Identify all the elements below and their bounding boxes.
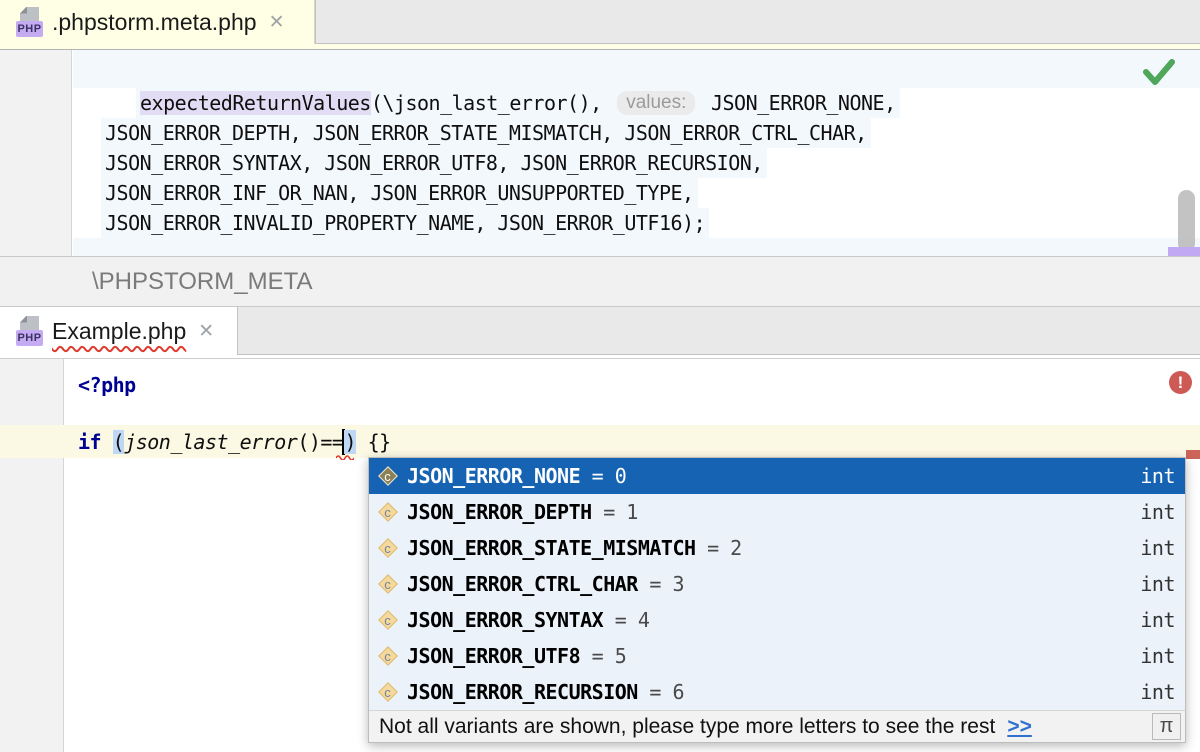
example-tab-bar: PHP Example.php ✕ [0, 307, 1200, 359]
editor-gutter [0, 359, 64, 752]
constant-icon: c [377, 610, 398, 631]
code-line[interactable]: JSON_ERROR_SYNTAX, JSON_ERROR_UTF8, JSON… [101, 148, 767, 178]
code-line[interactable]: JSON_ERROR_DEPTH, JSON_ERROR_STATE_MISMA… [101, 118, 871, 148]
constant-icon: c [377, 538, 398, 559]
inspections-ok-check-icon[interactable] [1140, 56, 1178, 88]
completion-item[interactable]: c JSON_ERROR_SYNTAX = 4 int [369, 602, 1185, 638]
code-line[interactable]: expectedReturnValues(\json_last_error(),… [136, 88, 900, 118]
function-name: json_last_error [124, 429, 298, 454]
code-line[interactable]: JSON_ERROR_INF_OR_NAN, JSON_ERROR_UNSUPP… [101, 178, 698, 208]
example-editor[interactable]: <?php ! if (json_last_error()==) {} c JS… [0, 359, 1200, 752]
completion-footer: Not all variants are shown, please type … [369, 710, 1185, 742]
scrollbar-thumb[interactable] [1178, 190, 1195, 252]
completion-item[interactable]: c JSON_ERROR_DEPTH = 1 int [369, 494, 1185, 530]
code-text: JSON_ERROR_NONE, [699, 91, 896, 115]
caret-row-highlight [0, 425, 1200, 458]
breadcrumb[interactable]: \PHPSTORM_META [92, 267, 313, 295]
fragment-band-bottom [73, 238, 1200, 256]
tab-example-php[interactable]: PHP Example.php ✕ [0, 307, 237, 355]
constant-icon: c [377, 574, 398, 595]
constant-icon: c [377, 682, 398, 703]
code-text [101, 430, 113, 454]
tab-bar-empty-area [315, 0, 1200, 44]
breadcrumb-bar: \PHPSTORM_META [0, 257, 1200, 307]
error-squiggle [336, 455, 354, 460]
code-text: (\json_last_error(), [370, 91, 614, 115]
completion-item[interactable]: c JSON_ERROR_UTF8 = 5 int [369, 638, 1185, 674]
error-stripe-red-mark [1186, 450, 1200, 459]
constant-icon: c [377, 502, 398, 523]
editor-gutter [0, 50, 72, 256]
fragment-band-top [73, 50, 1200, 88]
constant-icon: c [377, 466, 398, 487]
if-statement-line[interactable]: if (json_last_error()==) {} [78, 425, 391, 458]
close-icon[interactable]: ✕ [268, 11, 285, 33]
error-badge-icon[interactable]: ! [1169, 371, 1192, 394]
code-text: ()== [297, 429, 344, 454]
completion-item[interactable]: c JSON_ERROR_NONE = 0 int [369, 458, 1185, 494]
tab-title: .phpstorm.meta.php [52, 8, 257, 35]
matched-paren: ) [344, 429, 357, 454]
tab-bar-empty-area [237, 307, 1200, 355]
footer-hint-text: Not all variants are shown, please type … [379, 714, 996, 738]
meta-editor[interactable]: expectedReturnValues(\json_last_error(),… [0, 50, 1200, 257]
parameter-hint: values: [617, 91, 696, 115]
code-line[interactable]: JSON_ERROR_INVALID_PROPERTY_NAME, JSON_E… [101, 208, 710, 238]
completion-item[interactable]: c JSON_ERROR_CTRL_CHAR = 3 int [369, 566, 1185, 602]
constant-icon: c [377, 646, 398, 667]
php-file-icon: PHP [16, 315, 43, 347]
highlighted-identifier: expectedReturnValues [140, 91, 371, 115]
matched-paren: ( [112, 429, 125, 454]
completion-item[interactable]: c JSON_ERROR_STATE_MISMATCH = 2 int [369, 530, 1185, 566]
meta-tab-bar: PHP .phpstorm.meta.php ✕ [0, 0, 1200, 50]
keyword-if: if [78, 429, 102, 454]
completion-item[interactable]: c JSON_ERROR_RECURSION = 6 int [369, 674, 1185, 710]
show-more-link[interactable]: >> [1007, 714, 1032, 738]
completion-popup: c JSON_ERROR_NONE = 0 int c JSON_ERROR_D… [368, 457, 1186, 743]
pi-settings-button[interactable]: π [1152, 713, 1181, 740]
close-icon[interactable]: ✕ [198, 320, 215, 342]
php-open-tag-line[interactable]: <?php [78, 373, 136, 397]
error-stripe-purple-mark [1168, 247, 1200, 256]
code-text: {} [356, 429, 392, 454]
tab-phpstorm-meta[interactable]: PHP .phpstorm.meta.php ✕ [0, 0, 315, 44]
text-caret [342, 428, 346, 455]
php-file-icon: PHP [16, 6, 43, 38]
tab-title: Example.php [52, 317, 187, 344]
